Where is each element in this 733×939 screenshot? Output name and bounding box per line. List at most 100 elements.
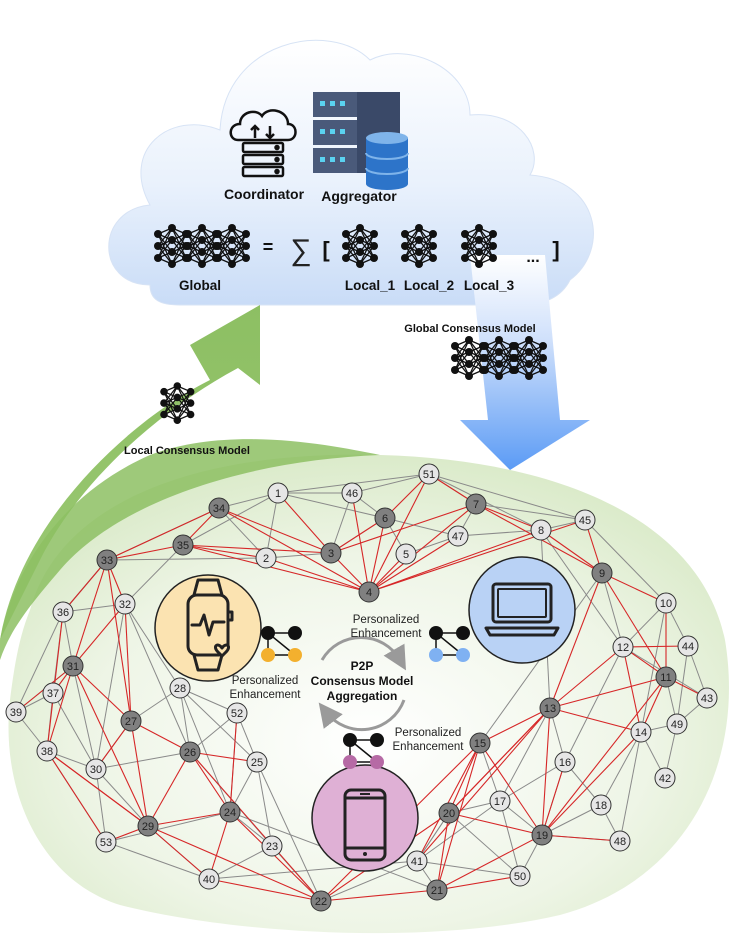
node-circle (574, 509, 596, 531)
nn-connection (468, 345, 484, 377)
nn-neuron (451, 366, 459, 374)
enhancement-watch-line-2: Enhancement (230, 689, 302, 701)
edge-22-40 (208, 878, 322, 902)
node-circle (320, 542, 342, 564)
edge-33-31 (72, 559, 108, 667)
node-circle (655, 666, 677, 688)
green-sweep (0, 439, 380, 660)
nn-connection (171, 233, 187, 265)
nn-neuron (475, 260, 483, 268)
node-label: 16 (559, 757, 571, 769)
edge-19-14 (541, 731, 642, 836)
nn-neuron (228, 236, 236, 244)
edge-3-6 (330, 517, 386, 554)
edge-25-22 (256, 761, 322, 902)
nn-neuron (186, 387, 195, 396)
node-label: 22 (315, 896, 327, 908)
nn-connection (514, 339, 530, 371)
nn-neuron (242, 230, 250, 238)
node-44: 44 (677, 635, 699, 657)
node-label: 28 (174, 683, 186, 695)
nn-neuron (461, 242, 469, 250)
edge-14-13 (549, 707, 642, 733)
node-42: 42 (654, 767, 676, 789)
edge-2-3 (265, 552, 332, 559)
nn-neuron (475, 248, 483, 256)
node-label: 33 (101, 555, 113, 567)
node-circle (172, 534, 194, 556)
edge-28-26 (179, 687, 191, 753)
nn-neuron (481, 366, 489, 374)
nn-neuron (228, 248, 236, 256)
node-label: 11 (660, 672, 671, 684)
node-circle (198, 868, 220, 890)
node-circle (358, 581, 380, 603)
node-13: 13 (539, 697, 561, 719)
node-8: 8 (530, 519, 552, 541)
node-label: 49 (671, 719, 683, 731)
node-38: 38 (36, 740, 58, 762)
nn-neuron (184, 254, 192, 262)
node-label: 13 (544, 703, 556, 715)
center-title-line-2: Consensus Model (311, 674, 414, 688)
node-label: 44 (682, 641, 694, 653)
node-circle (341, 482, 363, 504)
edge-33-36 (62, 559, 108, 613)
edge-8-12 (540, 529, 624, 648)
nn-connection (176, 391, 192, 421)
node-18: 18 (590, 794, 612, 816)
coordinator-label: Coordinator (224, 186, 305, 202)
edge-22-29 (147, 825, 322, 902)
node-12: 12 (612, 636, 634, 658)
node-label: 43 (701, 693, 713, 705)
edge-25-23 (256, 761, 273, 847)
nn-neuron (173, 405, 182, 413)
nn-neuron (370, 254, 378, 262)
node-circle (530, 519, 552, 541)
nn-neuron (415, 224, 423, 232)
node-label: 41 (411, 856, 423, 868)
nn-connection (345, 227, 361, 259)
edge-27-29 (130, 720, 149, 827)
node-label: 17 (494, 796, 506, 808)
nn-neuron (539, 342, 547, 350)
nn-neuron (481, 354, 489, 362)
nn-neuron (356, 260, 364, 268)
node-1: 1 (267, 482, 289, 504)
edge-37-30 (52, 692, 97, 770)
nn-neuron (342, 242, 350, 250)
global-model-icon (154, 224, 250, 268)
edge-31-30 (72, 665, 97, 770)
node-4: 4 (358, 581, 380, 603)
nn-neuron (186, 399, 195, 407)
node-circle (438, 802, 460, 824)
nn-neuron (228, 224, 236, 232)
aggregation-cycle-icon (318, 636, 406, 732)
nn-neuron (451, 354, 459, 362)
center-title-line-3: Aggregation (327, 689, 398, 703)
edge-19-20 (448, 812, 543, 836)
node-29: 29 (137, 815, 159, 837)
edge-34-4 (218, 507, 370, 593)
nn-connection (187, 227, 203, 259)
node-33: 33 (96, 549, 118, 571)
nn-neuron (160, 387, 168, 396)
node-circle (179, 741, 201, 763)
nn-neuron (481, 342, 489, 350)
nn-neuron (160, 399, 168, 407)
edge-24-29 (147, 811, 231, 827)
node-label: 8 (538, 525, 544, 537)
node-circle (36, 740, 58, 762)
edge-11-13 (549, 676, 667, 709)
edge-19-48 (541, 834, 621, 842)
nn-connection (157, 227, 173, 259)
nn-connection (201, 233, 217, 265)
nn-connection (418, 233, 434, 265)
edge-22-41 (320, 860, 418, 902)
node-label: 51 (423, 469, 435, 481)
local-consensus-label: Local Consensus Model (124, 445, 250, 457)
sum-symbol: ∑ (290, 234, 311, 267)
nn-neuron (198, 236, 206, 244)
nn-neuron (495, 336, 503, 344)
edge-41-17 (416, 800, 501, 862)
